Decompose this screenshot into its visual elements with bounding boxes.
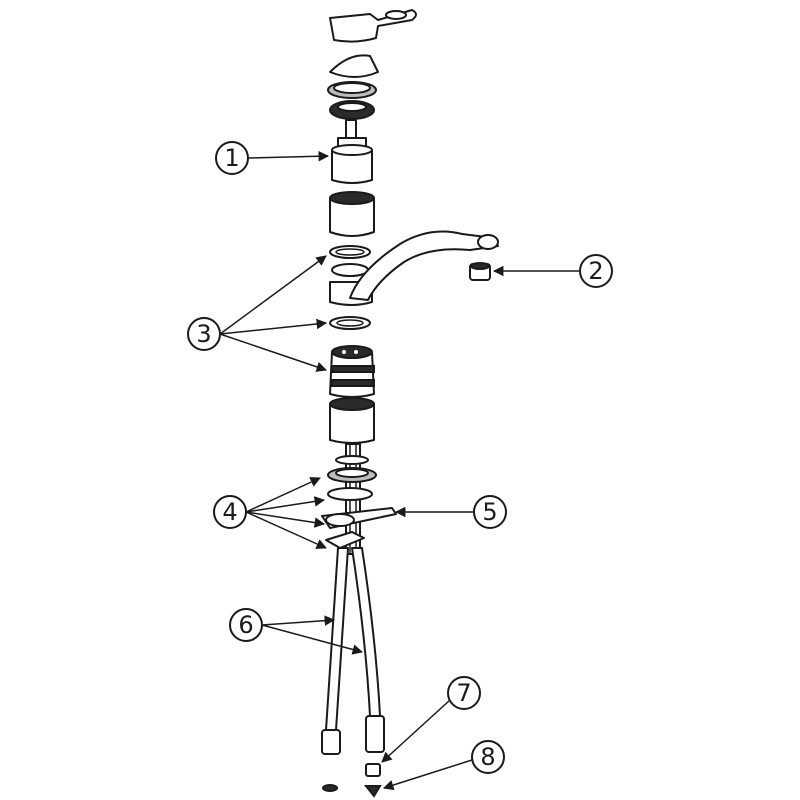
svg-text:1: 1 (224, 144, 239, 172)
svg-text:8: 8 (480, 743, 495, 771)
leader-3c (219, 333, 327, 372)
svg-text:3: 3 (196, 320, 211, 348)
callout-8: 8 (471, 740, 505, 774)
svg-text:7: 7 (456, 679, 471, 707)
small-nut (365, 763, 381, 777)
valve-body (329, 345, 375, 398)
o-ring-3 (329, 316, 371, 330)
ring-dark (329, 100, 375, 120)
washer-2 (327, 467, 377, 483)
o-ring-2 (331, 263, 369, 277)
hose-right (351, 547, 385, 753)
spout-body (329, 230, 499, 306)
leader-6b (261, 624, 364, 655)
o-ring-1 (329, 245, 371, 259)
cap-dome (329, 54, 379, 78)
cartridge (331, 119, 373, 184)
leader-7 (381, 699, 451, 763)
callout-1: 1 (215, 141, 249, 175)
upper-sleeve (329, 191, 375, 237)
leader-3b (219, 318, 328, 335)
washer-1 (335, 455, 369, 465)
hose-left (321, 547, 349, 755)
callout-6: 6 (229, 608, 263, 642)
svg-text:4: 4 (222, 498, 237, 526)
leader-6a (261, 615, 336, 626)
callout-7: 7 (447, 676, 481, 710)
leader-3a (219, 255, 327, 335)
aerator (469, 262, 491, 281)
leader-4c (245, 511, 326, 528)
callout-2: 2 (579, 254, 613, 288)
lever-handle (329, 9, 417, 43)
leader-4b (245, 496, 326, 513)
lower-sleeve (329, 397, 375, 444)
leader-1 (247, 150, 330, 162)
leader-4d (245, 511, 327, 549)
ring-top (327, 81, 377, 99)
svg-text:6: 6 (238, 611, 253, 639)
leader-8 (382, 759, 473, 791)
hose-washer (322, 784, 338, 792)
callout-4: 4 (213, 495, 247, 529)
leader-4a (245, 477, 321, 513)
svg-text:2: 2 (588, 257, 603, 285)
callout-3: 3 (187, 317, 221, 351)
screw (363, 785, 382, 798)
svg-text:5: 5 (482, 498, 497, 526)
washer-3 (327, 487, 373, 501)
callout-5: 5 (473, 495, 507, 529)
